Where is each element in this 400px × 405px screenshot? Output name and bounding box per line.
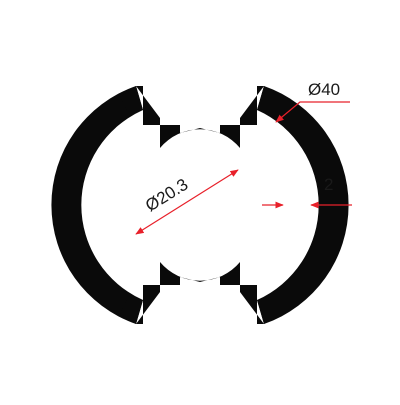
profile-top-slot: [136, 86, 264, 148]
outer-diameter-leader: [275, 101, 350, 123]
inner-diameter-label: Ø20.3: [142, 175, 191, 216]
inner-diameter-line: [135, 169, 239, 235]
profile-lip-tr: [257, 86, 280, 112]
profile-outer-wall: [51, 86, 349, 324]
profile-lip-tl: [120, 86, 143, 112]
outer-diameter-dimension: Ø40: [275, 80, 350, 123]
outer-diameter-label: Ø40: [308, 80, 340, 99]
profile-lip-bl: [120, 298, 143, 324]
wall-thickness-label: 2: [324, 175, 333, 194]
profile-bottom-slot: [136, 262, 264, 324]
inner-diameter-dimension: Ø20.3: [135, 169, 239, 235]
wall-thickness-dimension: 2: [262, 175, 352, 209]
profile-section: [51, 86, 349, 324]
profile-lip-br: [257, 298, 280, 324]
